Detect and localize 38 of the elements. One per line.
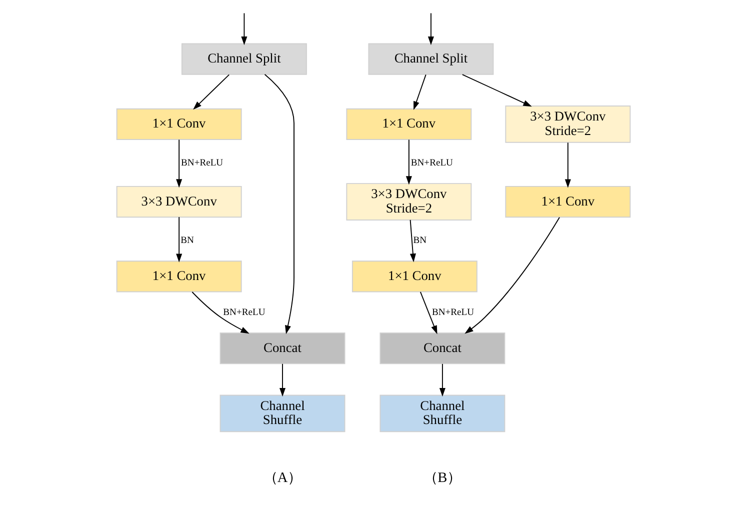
- arrow: [241, 12, 248, 46]
- arrow: [414, 74, 426, 110]
- node-box: Channel Shuffle: [380, 394, 506, 432]
- node-box: Concat: [220, 332, 346, 364]
- label: （B）: [424, 470, 462, 486]
- arrow: [439, 363, 446, 397]
- node-box: Channel Shuffle: [220, 394, 346, 432]
- node-box: 3×3 DWConv Stride=2: [346, 183, 472, 220]
- node-box: 3×3 DWConv: [116, 186, 242, 218]
- node-box: Concat: [380, 332, 506, 364]
- arrow: [564, 142, 571, 188]
- arrow: [420, 291, 438, 334]
- arrow: [428, 12, 434, 46]
- arrow: [462, 74, 532, 107]
- arrow: [410, 220, 416, 262]
- arrow: [280, 363, 286, 397]
- arrow: [406, 139, 412, 185]
- node-box: 1×1 Conv: [116, 108, 242, 140]
- arrow: [193, 74, 230, 110]
- node-box: Channel Split: [181, 43, 307, 75]
- edge-label: BN: [180, 234, 194, 246]
- edge-label: BN+ReLU: [410, 157, 453, 168]
- edge-label: BN+ReLU: [432, 306, 474, 318]
- node-box: 3×3 DWConv Stride=2: [505, 106, 631, 143]
- arrow: [176, 139, 182, 188]
- edge-label: BN+ReLU: [181, 157, 224, 168]
- arrow: [464, 216, 560, 334]
- label: （A）: [263, 470, 302, 486]
- arrow: [176, 216, 182, 262]
- node-box: 1×1 Conv: [346, 108, 472, 140]
- node-box: Channel Split: [368, 43, 494, 75]
- node-box: 1×1 Conv: [352, 260, 478, 292]
- edge-label: BN: [413, 234, 427, 246]
- edge-label: BN+ReLU: [223, 306, 266, 318]
- arrow: [192, 292, 250, 334]
- arrow: [264, 74, 294, 334]
- node-box: 1×1 Conv: [116, 260, 242, 292]
- node-box: 1×1 Conv: [505, 186, 631, 218]
